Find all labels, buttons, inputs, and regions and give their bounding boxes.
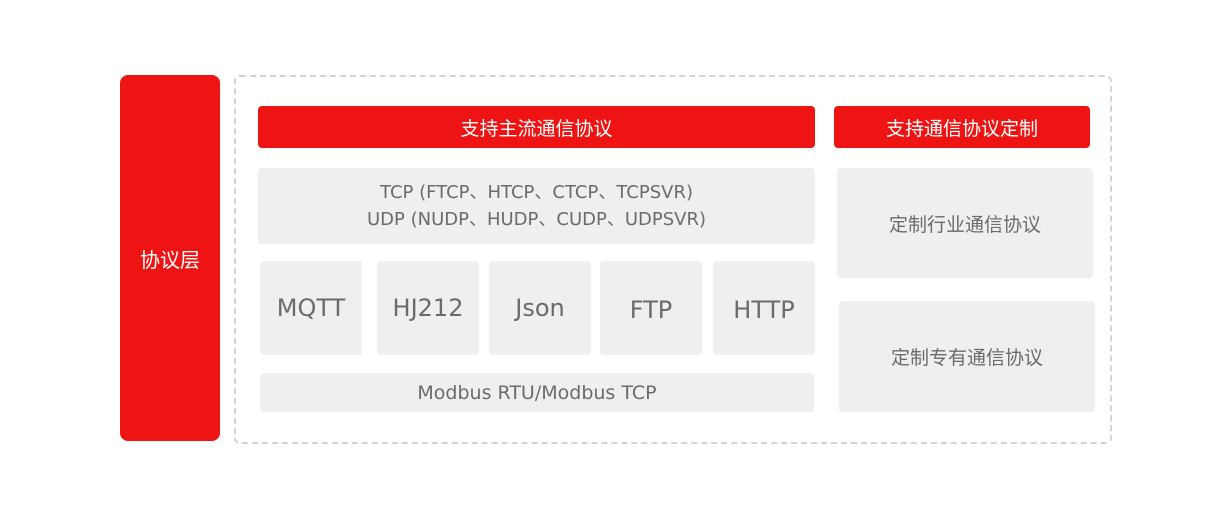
- udp-line: UDP (NUDP、HUDP、CUDP、UDPSVR): [366, 209, 707, 230]
- custom-proprietary-protocol-box: 定制专有通信协议: [839, 301, 1095, 412]
- protocol-label: HTTP: [733, 296, 795, 324]
- modbus-box: Modbus RTU/Modbus TCP: [260, 373, 814, 412]
- protocol-box-mqtt: MQTT: [260, 261, 362, 355]
- mainstream-protocols-header-text: 支持主流通信协议: [460, 117, 613, 140]
- protocol-box-hj212: HJ212: [377, 261, 479, 355]
- protocol-layer-label: 协议层: [120, 75, 220, 441]
- tcp-line: TCP (FTCP、HTCP、CTCP、TCPSVR): [380, 182, 693, 203]
- protocol-box-json: Json: [489, 261, 591, 355]
- custom-protocols-header-text: 支持通信协议定制: [885, 117, 1038, 140]
- tcp-udp-box: TCP (FTCP、HTCP、CTCP、TCPSVR) UDP (NUDP、HU…: [258, 168, 815, 244]
- protocol-label: MQTT: [276, 294, 346, 322]
- protocol-box-http: HTTP: [713, 261, 815, 355]
- protocol-box-ftp: FTP: [600, 261, 702, 355]
- mainstream-protocols-header: 支持主流通信协议: [258, 106, 815, 148]
- protocol-layer-frame: [234, 75, 1112, 444]
- custom-protocols-header: 支持通信协议定制: [834, 106, 1090, 148]
- protocol-layer-label-text: 协议层: [140, 247, 200, 272]
- protocol-label: Json: [515, 294, 565, 322]
- custom-proprietary-protocol-label: 定制专有通信协议: [890, 347, 1043, 369]
- custom-industry-protocol-label: 定制行业通信协议: [888, 213, 1041, 236]
- protocol-label: FTP: [629, 296, 673, 324]
- protocol-label: HJ212: [392, 294, 464, 322]
- custom-industry-protocol-box: 定制行业通信协议: [837, 168, 1093, 278]
- modbus-label: Modbus RTU/Modbus TCP: [417, 381, 657, 404]
